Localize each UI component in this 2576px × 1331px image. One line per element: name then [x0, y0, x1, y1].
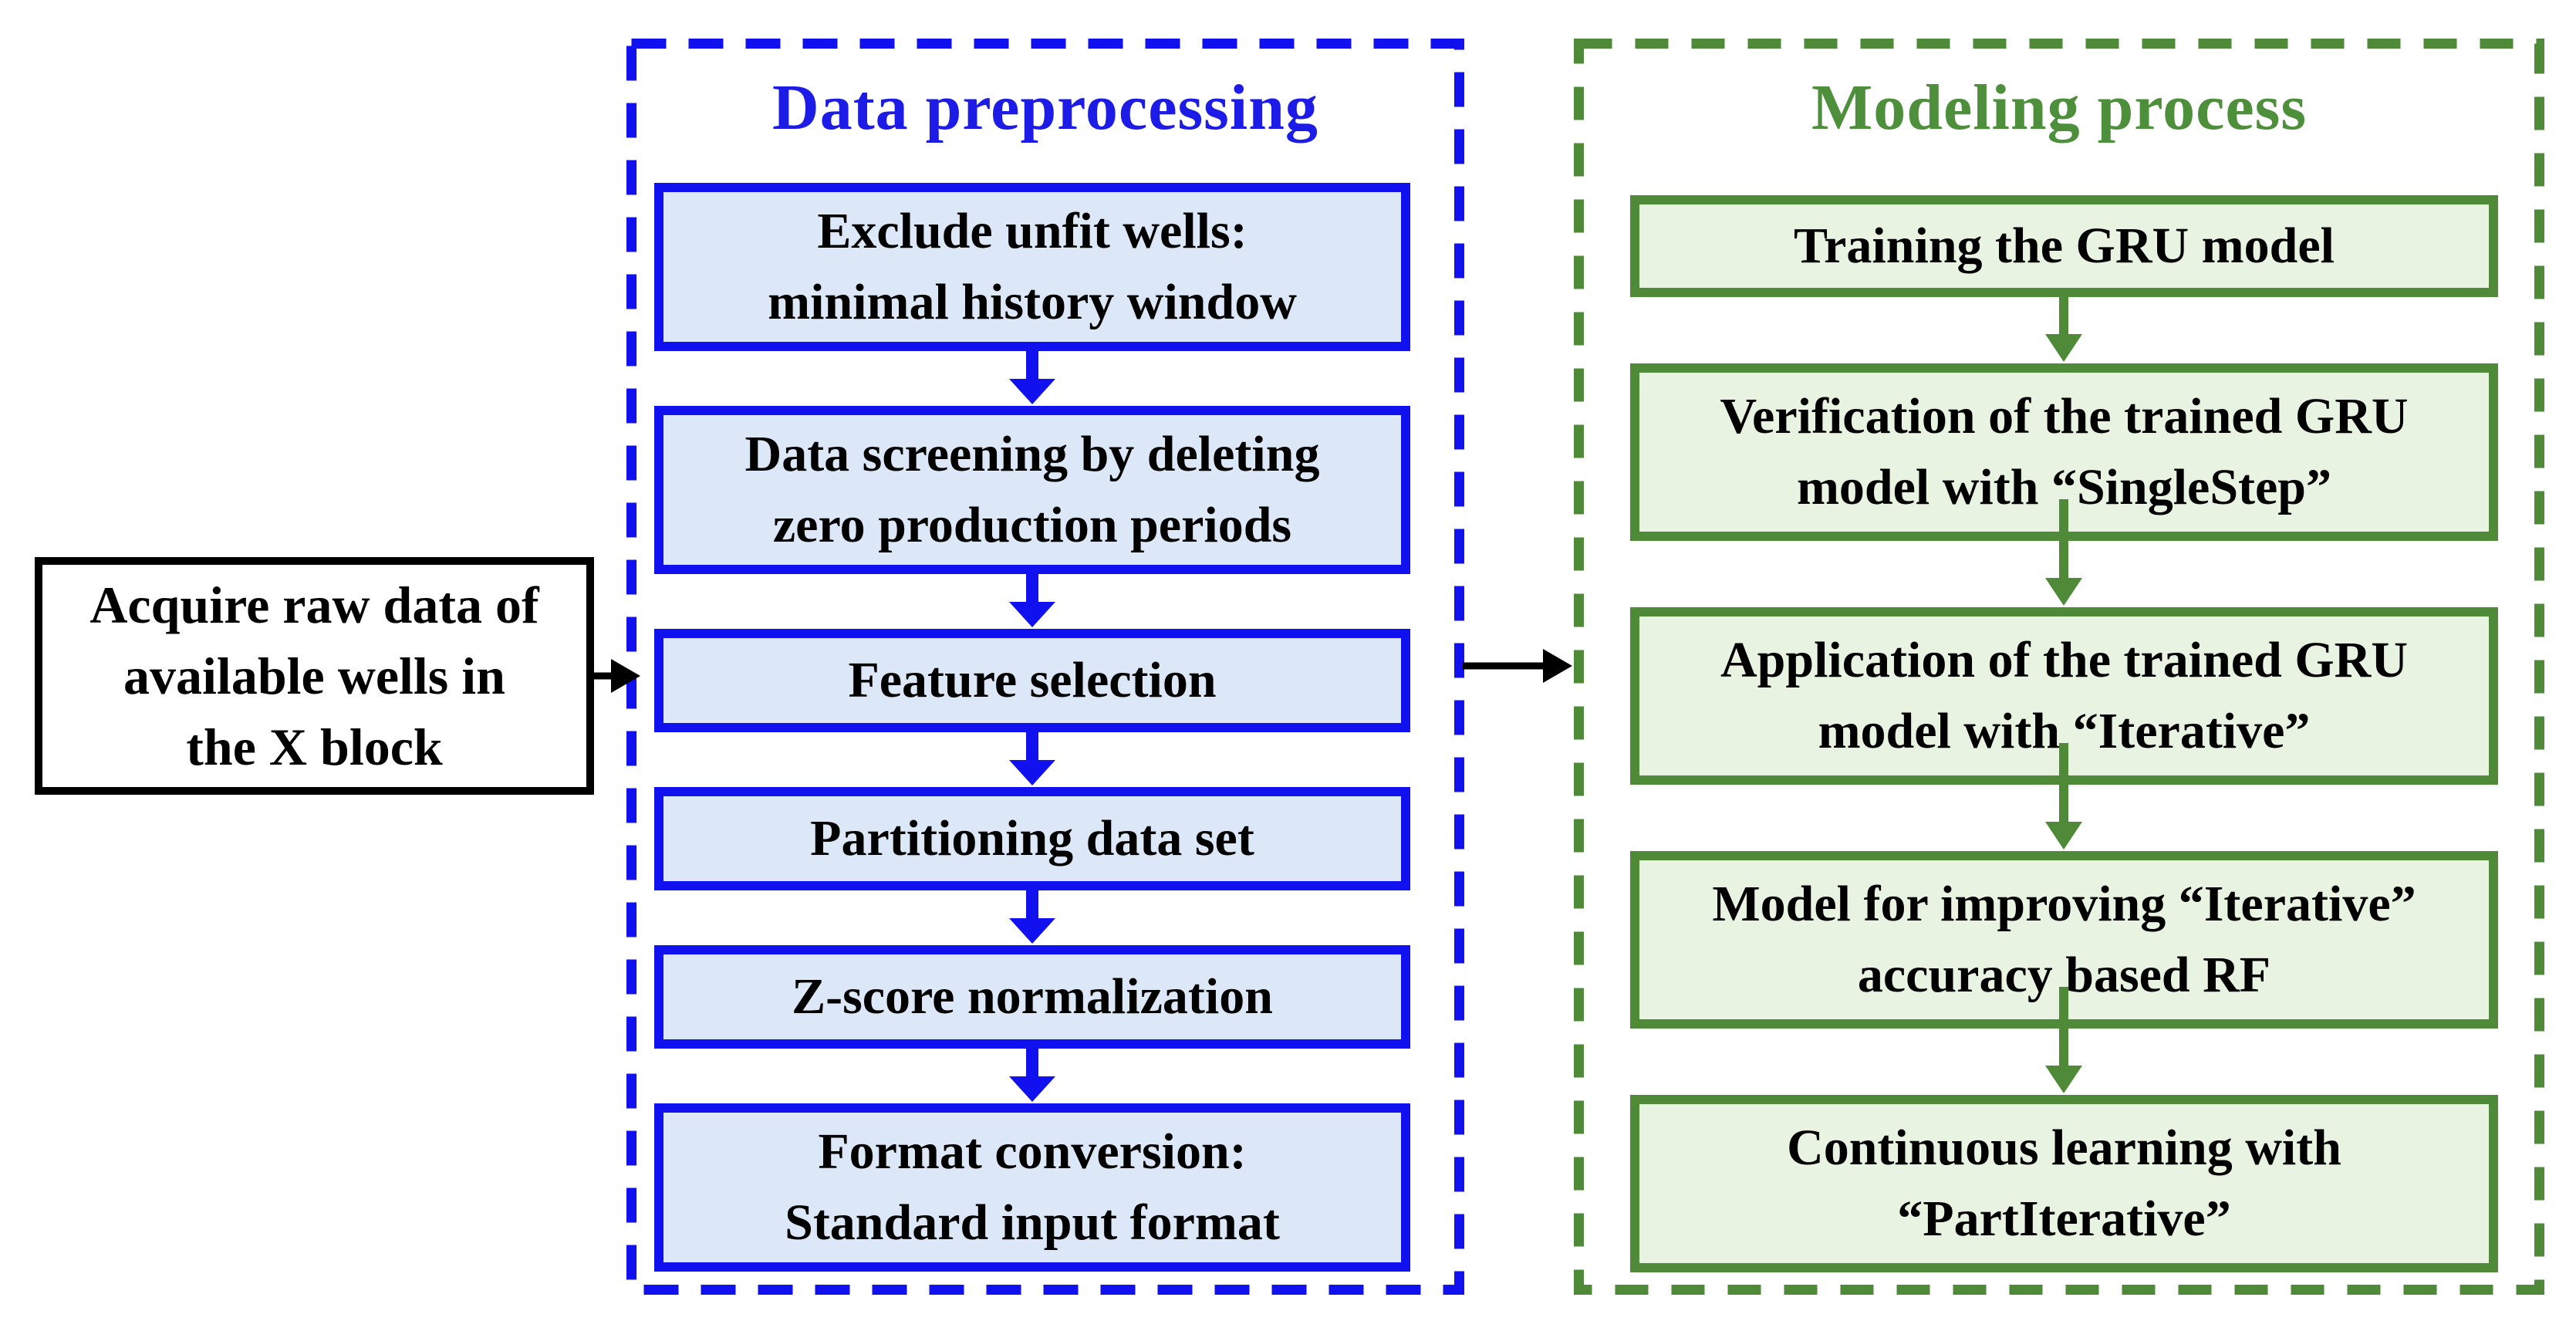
- modeling-process-border: [1574, 39, 2544, 1295]
- arrow-preprocessing-to-modeling: [1463, 649, 1572, 683]
- step-line: “PartIterative”: [1897, 1191, 2231, 1247]
- step-line: Data screening by deleting: [744, 426, 1320, 482]
- step-line: Standard input format: [785, 1194, 1280, 1251]
- data-preprocessing-title: Data preprocessing: [772, 72, 1318, 144]
- data-preprocessing-group: Data preprocessing Exclude unfit wells: …: [626, 39, 1464, 1295]
- step-line: Partitioning data set: [810, 810, 1254, 867]
- step-application-iterative: Application of the trained GRU model wit…: [1630, 607, 2498, 785]
- step-verification-singlestep: Verification of the trained GRU model wi…: [1630, 363, 2498, 541]
- step-exclude-unfit-wells: Exclude unfit wells: minimal history win…: [654, 183, 1410, 351]
- step-line: model with “Iterative”: [1818, 703, 2311, 759]
- step-line: accuracy based RF: [1857, 947, 2271, 1003]
- step-partitioning-data-set: Partitioning data set: [654, 787, 1410, 890]
- step-data-screening: Data screening by deleting zero producti…: [654, 406, 1410, 574]
- step-line: Application of the trained GRU: [1720, 632, 2408, 688]
- step-line: Feature selection: [848, 652, 1217, 708]
- step-line: Z-score normalization: [792, 968, 1273, 1025]
- step-line: Exclude unfit wells:: [817, 203, 1247, 259]
- source-line: the X block: [186, 718, 443, 776]
- modeling-process-title: Modeling process: [1811, 72, 2308, 144]
- modeling-process-group: Modeling process Training the GRU model …: [1574, 39, 2544, 1295]
- step-line: Verification of the trained GRU: [1720, 388, 2409, 444]
- step-line: zero production periods: [772, 497, 1292, 553]
- data-preprocessing-border: [626, 39, 1464, 1295]
- step-continuous-learning: Continuous learning with “PartIterative”: [1630, 1095, 2498, 1272]
- step-line: Continuous learning with: [1787, 1120, 2341, 1176]
- step-line: model with “SingleStep”: [1796, 459, 2332, 515]
- step-line: minimal history window: [768, 274, 1297, 330]
- step-zscore-normalization: Z-score normalization: [654, 945, 1410, 1049]
- acquire-raw-data-box: Acquire raw data of available wells in t…: [35, 557, 594, 795]
- step-line: Format conversion:: [818, 1123, 1247, 1180]
- step-line: Model for improving “Iterative”: [1712, 876, 2416, 932]
- step-feature-selection: Feature selection: [654, 629, 1410, 732]
- source-line: Acquire raw data of: [89, 576, 539, 634]
- step-format-conversion: Format conversion: Standard input format: [654, 1103, 1410, 1272]
- step-line: Training the GRU model: [1794, 218, 2335, 274]
- step-rf-accuracy-improvement: Model for improving “Iterative” accuracy…: [1630, 851, 2498, 1029]
- source-line: available wells in: [123, 647, 505, 705]
- step-training-gru-model: Training the GRU model: [1630, 195, 2498, 297]
